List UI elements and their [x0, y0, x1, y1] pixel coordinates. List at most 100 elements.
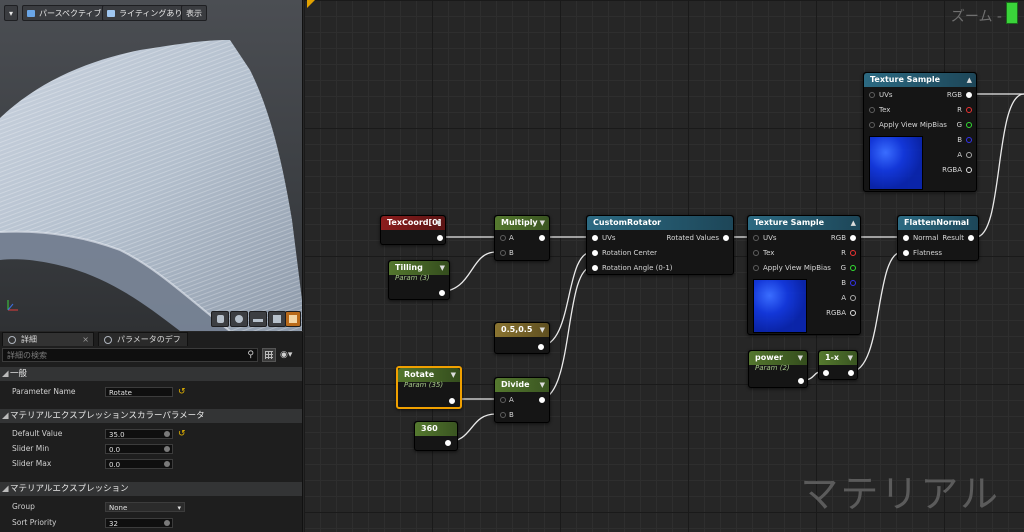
texcoord-output-pin[interactable] [437, 235, 443, 241]
close-icon[interactable]: × [82, 335, 89, 344]
rotator-uvs-pin[interactable] [592, 235, 598, 241]
multiply-output-pin[interactable] [539, 235, 545, 241]
flatten-flatness-pin[interactable] [903, 250, 909, 256]
search-icon[interactable]: ⚲ [247, 350, 254, 360]
category-general[interactable]: ◢一般 [0, 367, 302, 381]
divide-pin-b[interactable] [500, 412, 506, 418]
node-flatten-normal[interactable]: FlattenNormal Normal Flatness Result [897, 215, 979, 261]
rotator-output-pin[interactable] [723, 235, 729, 241]
node-texture-sample-2-title: Texture Sample [754, 218, 825, 227]
tex1-r-pin[interactable] [966, 107, 972, 113]
tex2-rgba-pin[interactable] [850, 310, 856, 316]
perspective-button[interactable]: パースペクティブ [22, 5, 107, 21]
details-search-input[interactable]: 詳細の検索 ⚲ [2, 348, 258, 362]
slider-max-input[interactable]: 0.0 [105, 459, 173, 469]
reset-icon[interactable]: ↺ [178, 387, 186, 397]
preview-cube-button[interactable] [268, 311, 286, 327]
tex1-rgba-pin[interactable] [966, 167, 972, 173]
one-minus-input-pin[interactable] [823, 370, 829, 376]
node-divide[interactable]: Divide▼ A B [494, 377, 550, 423]
tex2-rgb-pin[interactable] [850, 235, 856, 241]
collapse-arrow-icon[interactable]: ▲ [966, 76, 972, 84]
node-constant-360[interactable]: 360 [414, 421, 458, 451]
tex1-tex-pin[interactable] [869, 107, 875, 113]
tex2-r-pin[interactable] [850, 250, 856, 256]
row-default-value: Default Value 35.0 ↺ [0, 427, 302, 441]
rotator-angle-pin[interactable] [592, 265, 598, 271]
sort-priority-label: Sort Priority [12, 518, 57, 527]
preview-sphere-button[interactable] [230, 311, 248, 327]
eye-icon[interactable]: ◉▾ [280, 350, 293, 360]
grid-icon [265, 351, 273, 359]
collapse-arrow-icon[interactable]: ▲ [850, 219, 856, 227]
preview-plane-button[interactable] [249, 311, 267, 327]
power-output-pin[interactable] [798, 378, 804, 384]
tex1-a-pin[interactable] [966, 152, 972, 158]
category-material-expression[interactable]: ◢マテリアルエクスプレッション [0, 482, 302, 496]
divide-output-pin[interactable] [539, 397, 545, 403]
node-texcoord[interactable]: TexCoord[0]▼ [380, 215, 446, 245]
one-minus-output-pin[interactable] [848, 370, 854, 376]
tex2-g-pin[interactable] [850, 265, 856, 271]
node-custom-rotator[interactable]: CustomRotator UVs Rotation Center Rotati… [586, 215, 734, 275]
output-node-stub[interactable] [1006, 2, 1018, 24]
tex1-b-pin[interactable] [966, 137, 972, 143]
tab-parameter-defaults[interactable]: パラメータのデフォル [98, 332, 188, 358]
node-texture-sample-1[interactable]: Texture Sample▲ UVs Tex Apply View MipBi… [863, 72, 977, 192]
flatten-result-pin[interactable] [968, 235, 974, 241]
tab-details[interactable]: 詳細 × [2, 332, 94, 346]
preview-viewport[interactable]: ▾ パースペクティブ ライティングあり 表示 [0, 0, 303, 331]
tex1-g-pin[interactable] [966, 122, 972, 128]
preview-cylinder-button[interactable] [211, 311, 229, 327]
rotator-angle-label: Rotation Angle (0-1) [602, 264, 673, 272]
constant2vector-output-pin[interactable] [538, 344, 544, 350]
lighting-button[interactable]: ライティングあり [102, 5, 188, 21]
show-button[interactable]: 表示 [181, 5, 207, 21]
parameter-name-input[interactable]: Rotate [105, 387, 173, 397]
tex1-r-label: R [957, 106, 962, 114]
spinner-icon[interactable] [164, 461, 170, 467]
category-scalar-parameter[interactable]: ◢マテリアルエクスプレッションスカラーパラメータ [0, 409, 302, 423]
flatten-result-label: Result [942, 234, 964, 242]
spinner-icon[interactable] [164, 431, 170, 437]
view-options-button[interactable] [262, 348, 276, 362]
tex1-mip-pin[interactable] [869, 122, 875, 128]
tex1-a-label: A [957, 151, 962, 159]
node-texture-sample-2[interactable]: Texture Sample▲ UVs Tex Apply View MipBi… [747, 215, 861, 335]
tex1-rgb-pin[interactable] [966, 92, 972, 98]
node-constant2vector[interactable]: 0.5,0.5▼ [494, 322, 550, 354]
tilling-output-pin[interactable] [439, 290, 445, 296]
node-texture-sample-1-title: Texture Sample [870, 75, 941, 84]
tex2-uvs-pin[interactable] [753, 235, 759, 241]
multiply-pin-b[interactable] [500, 250, 506, 256]
spinner-icon[interactable] [164, 446, 170, 452]
tex1-uvs-pin[interactable] [869, 92, 875, 98]
node-multiply[interactable]: Multiply▼ A B [494, 215, 550, 261]
teapot-icon [289, 315, 297, 323]
zoom-label: ズーム - [950, 9, 1002, 25]
tex2-a-pin[interactable] [850, 295, 856, 301]
multiply-pin-a[interactable] [500, 235, 506, 241]
divide-pin-a[interactable] [500, 397, 506, 403]
preview-custom-mesh-button[interactable] [285, 311, 301, 327]
rotator-center-pin[interactable] [592, 250, 598, 256]
group-dropdown[interactable]: None▾ [105, 502, 185, 512]
tex2-mip-pin[interactable] [753, 265, 759, 271]
viewport-menu-button[interactable]: ▾ [4, 5, 18, 21]
tex2-b-pin[interactable] [850, 280, 856, 286]
tex2-tex-pin[interactable] [753, 250, 759, 256]
flatten-normal-pin[interactable] [903, 235, 909, 241]
reset-icon[interactable]: ↺ [178, 429, 186, 439]
rotate-output-pin[interactable] [449, 398, 455, 404]
node-one-minus[interactable]: 1-x▼ [818, 350, 858, 380]
sort-priority-input[interactable]: 32 [105, 518, 173, 528]
tab-details-label: 詳細 [21, 335, 37, 344]
default-value-input[interactable]: 35.0 [105, 429, 173, 439]
constant-360-output-pin[interactable] [445, 440, 451, 446]
slider-min-input[interactable]: 0.0 [105, 444, 173, 454]
spinner-icon[interactable] [164, 520, 170, 526]
